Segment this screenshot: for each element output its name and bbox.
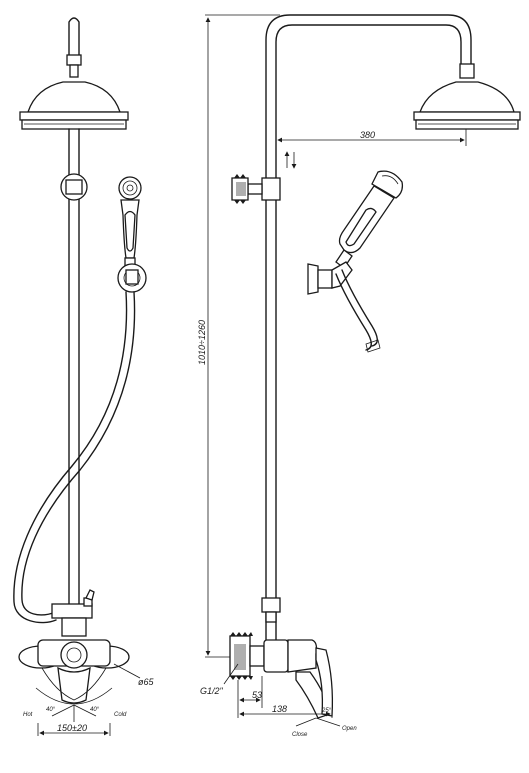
shower-arm-inner — [275, 24, 462, 646]
diameter-label: ø65 — [138, 677, 155, 687]
hose-side-outer — [341, 269, 378, 347]
riser-top-cap — [68, 17, 80, 56]
shower-arm-outer — [265, 14, 472, 646]
wall-offset-label: 53 — [252, 690, 262, 700]
thread-label: G1/2" — [200, 686, 224, 696]
hand-shower-side — [335, 170, 404, 269]
wall-holder-front — [117, 263, 147, 293]
diverter-lever — [85, 589, 95, 601]
cold-label: Cold — [114, 712, 127, 718]
hose-side-inner — [335, 273, 372, 351]
front-view: 40° 40° Hot Cold ø65 150±20 — [13, 17, 155, 736]
hose-inner — [13, 291, 128, 624]
riser-top-collar — [69, 64, 79, 78]
slider-bracket-front — [60, 173, 88, 201]
hose-outer — [21, 291, 136, 616]
shower-head-side — [413, 81, 521, 130]
slider-bracket-side — [231, 174, 281, 204]
shower-head-front — [19, 81, 129, 130]
open-label: Open — [342, 726, 357, 732]
close-label: Close — [292, 732, 308, 738]
mixer-body-front — [18, 617, 130, 705]
angle-side-label: 25° — [321, 708, 332, 714]
mixer-side — [229, 632, 334, 719]
head-collar-side — [459, 63, 475, 79]
centers-label: 150±20 — [57, 723, 87, 733]
lower-connector-side — [261, 597, 281, 613]
angle-right-label: 40° — [90, 707, 100, 713]
hot-label: Hot — [23, 712, 33, 718]
hand-shower-front — [118, 176, 142, 271]
side-view: 1010÷1260 380 — [197, 14, 521, 738]
body-depth-label: 138 — [272, 704, 287, 714]
angle-left-label: 40° — [46, 707, 56, 713]
height-label: 1010÷1260 — [197, 320, 207, 365]
riser-top-nut — [66, 54, 82, 66]
head-offset-label: 380 — [360, 130, 375, 140]
wall-holder-side — [307, 261, 353, 295]
